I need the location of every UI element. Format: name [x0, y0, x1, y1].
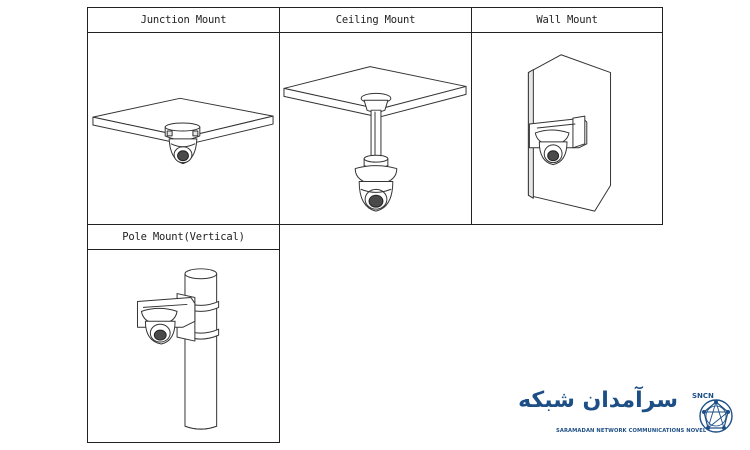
ceiling-mount-drawing [283, 66, 467, 212]
pole-mount-illustration [88, 250, 279, 442]
wall-mount-title: Wall Mount [472, 8, 662, 33]
brand-name-fa: سرآمدان شبکه [518, 388, 678, 413]
wall-mount-drawing [527, 54, 612, 212]
ceiling-mount-panel: Ceiling Mount [279, 7, 472, 225]
brand-watermark: سرآمدان شبکه SARAMADAN NETWORK COMMUNICA… [518, 386, 744, 442]
pole-mount-drawing [136, 268, 220, 430]
emblem-letters: SNCN [692, 392, 714, 400]
ceiling-mount-illustration [280, 33, 471, 224]
pole-mount-panel: Pole Mount(Vertical) [87, 224, 280, 443]
network-emblem-icon: SNCN [692, 392, 733, 433]
pole-mount-title: Pole Mount(Vertical) [88, 225, 279, 250]
junction-mount-drawing [92, 97, 274, 165]
wall-mount-panel: Wall Mount [471, 7, 663, 225]
wall-mount-illustration [472, 33, 662, 224]
junction-mount-title: Junction Mount [88, 8, 279, 33]
junction-mount-illustration [88, 33, 279, 224]
ceiling-mount-title: Ceiling Mount [280, 8, 471, 33]
junction-mount-panel: Junction Mount [87, 7, 280, 225]
brand-name-en: SARAMADAN NETWORK COMMUNICATIONS NOVEL [556, 428, 707, 434]
